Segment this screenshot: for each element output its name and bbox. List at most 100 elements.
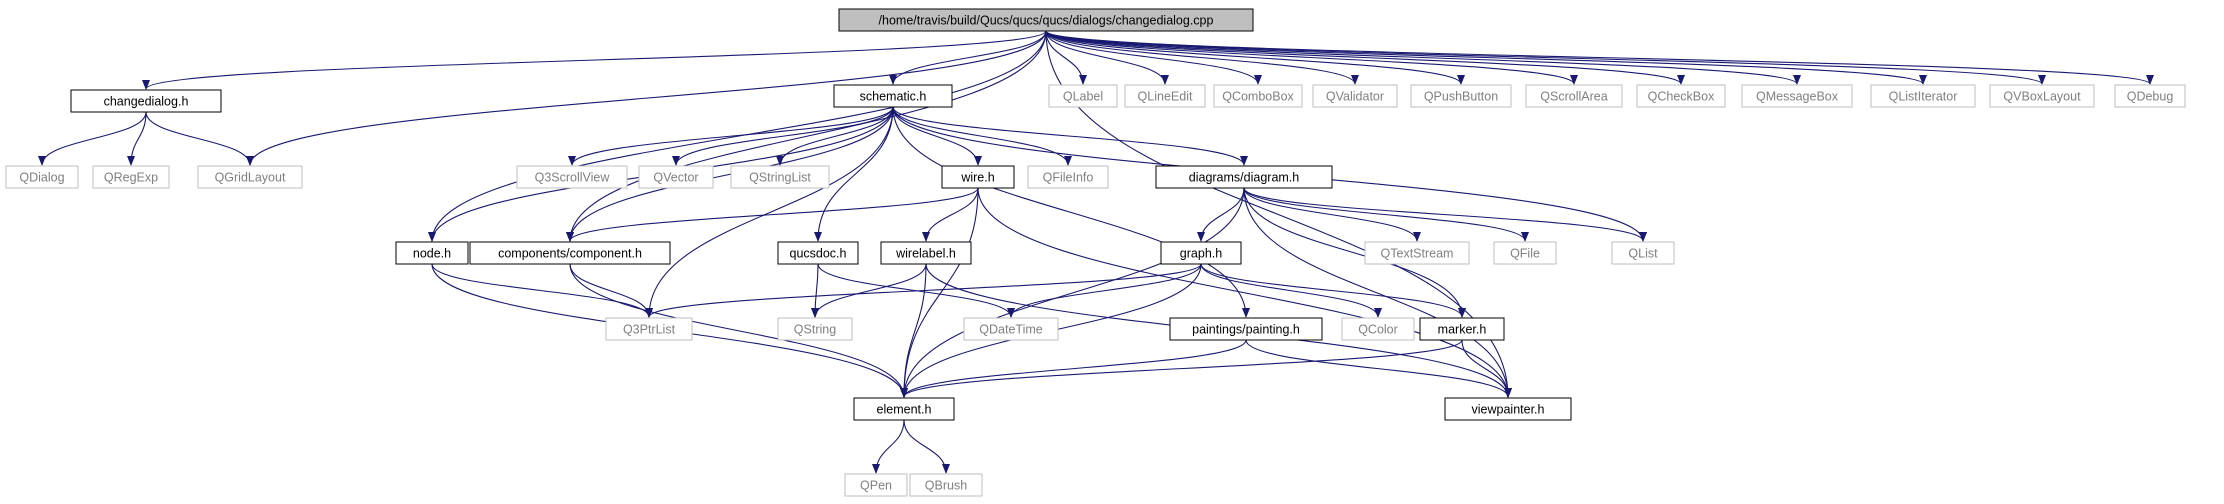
- node-qcheckbox: QCheckBox: [1636, 84, 1726, 108]
- node-viewpainter-h[interactable]: viewpainter.h: [1444, 397, 1572, 421]
- edge-graph-h-to-q3ptrlist: [645, 263, 1202, 318]
- node-label: QDebug: [2127, 89, 2174, 103]
- node-label: QValidator: [1326, 89, 1384, 103]
- node-label: QBrush: [925, 478, 967, 492]
- node-qvboxlayout: QVBoxLayout: [1989, 84, 2095, 108]
- edge-marker-h-to-viewpainter-h: [1461, 339, 1512, 398]
- node-wirelabel-h[interactable]: wirelabel.h: [880, 241, 972, 265]
- node-box: [1155, 165, 1333, 189]
- node-label: QVector: [653, 170, 698, 184]
- node-qlabel: QLabel: [1048, 84, 1118, 108]
- edge-root-to-qlineedit: [1045, 30, 1169, 85]
- edge-schematic-h-to-qstringlist: [776, 106, 894, 166]
- node-label: diagrams/diagram.h: [1189, 170, 1300, 184]
- node-box: [853, 397, 955, 421]
- edge-schematic-h-to-wire-h: [892, 106, 982, 166]
- edge-root-to-qvboxlayout: [1045, 30, 2046, 85]
- edge-marker-h-to-element-h: [900, 339, 1463, 398]
- node-box: [1364, 241, 1470, 265]
- node-label: node.h: [413, 246, 451, 260]
- node-box: [1160, 241, 1242, 265]
- node-qtextstream: QTextStream: [1364, 241, 1470, 265]
- node-box: [1870, 84, 1976, 108]
- node-qgridlayout: QGridLayout: [197, 165, 303, 189]
- node-label: components/component.h: [498, 246, 642, 260]
- node-label: QList: [1628, 246, 1658, 260]
- node-box: [1341, 317, 1415, 341]
- node-box: [469, 241, 671, 265]
- edge-graph-h-to-qcolor: [1200, 263, 1382, 318]
- node-label: QString: [794, 322, 836, 336]
- node-box: [2114, 84, 2186, 108]
- node-layer: /home/travis/build/Qucs/qucs/qucs/dialog…: [5, 8, 2186, 497]
- node-qucsdoc-h[interactable]: qucsdoc.h: [777, 241, 859, 265]
- edge-component-h-to-q3ptrlist: [569, 263, 653, 318]
- node-qbrush: QBrush: [909, 473, 983, 497]
- node-box: [777, 241, 859, 265]
- node-label: wirelabel.h: [895, 246, 956, 260]
- edge-root-to-qdebug: [1045, 30, 2154, 85]
- edge-wirelabel-h-to-qstring: [811, 263, 927, 318]
- node-label: QVBoxLayout: [2003, 89, 2081, 103]
- node-qlistiterator: QListIterator: [1870, 84, 1976, 108]
- edge-component-h-to-element-h: [569, 263, 908, 398]
- edge-root-to-component-h: [566, 30, 1047, 242]
- node-wire-h[interactable]: wire.h: [941, 165, 1015, 189]
- edge-changedialog-h-to-qgridlayout: [145, 111, 254, 166]
- node-label: QStringList: [749, 170, 811, 184]
- node-qstringlist: QStringList: [730, 165, 830, 189]
- edge-painting-h-to-element-h: [900, 339, 1247, 398]
- node-qfile: QFile: [1493, 241, 1557, 265]
- edge-root-to-node-h: [428, 30, 1047, 242]
- node-box: [730, 165, 830, 189]
- edge-changedialog-h-to-qdialog: [38, 111, 147, 166]
- node-box: [1611, 241, 1675, 265]
- node-graph-h[interactable]: graph.h: [1160, 241, 1242, 265]
- node-label: QPushButton: [1424, 89, 1498, 103]
- edge-element-h-to-qbrush: [903, 419, 950, 474]
- node-box: [1312, 84, 1398, 108]
- edge-root-to-changedialog-h: [142, 30, 1047, 90]
- node-root[interactable]: /home/travis/build/Qucs/qucs/qucs/dialog…: [838, 8, 1254, 32]
- node-qstring: QString: [777, 317, 853, 341]
- node-qscrollarea: QScrollArea: [1525, 84, 1623, 108]
- node-box: [880, 241, 972, 265]
- node-box: [1048, 84, 1118, 108]
- edge-schematic-h-to-q3scrollview: [568, 106, 894, 166]
- node-box: [1741, 84, 1853, 108]
- node-node-h[interactable]: node.h: [395, 241, 469, 265]
- node-box: [516, 165, 628, 189]
- node-label: Q3ScrollView: [535, 170, 611, 184]
- node-label: QTextStream: [1381, 246, 1454, 260]
- node-box: [70, 89, 222, 113]
- node-element-h[interactable]: element.h: [853, 397, 955, 421]
- edge-schematic-h-to-q3ptrlist: [645, 106, 894, 318]
- edge-root-to-qpushbutton: [1045, 30, 1465, 85]
- node-qdebug: QDebug: [2114, 84, 2186, 108]
- node-diagram-h[interactable]: diagrams/diagram.h: [1155, 165, 1333, 189]
- node-label: QListIterator: [1889, 89, 1958, 103]
- node-label: QFileInfo: [1043, 170, 1094, 184]
- node-marker-h[interactable]: marker.h: [1419, 317, 1505, 341]
- node-box: [1419, 317, 1505, 341]
- node-q3ptrlist: Q3PtrList: [605, 317, 693, 341]
- edge-painting-h-to-viewpainter-h: [1245, 339, 1512, 398]
- node-qmessagebox: QMessageBox: [1741, 84, 1853, 108]
- node-box: [5, 165, 79, 189]
- edge-wirelabel-h-to-element-h: [900, 263, 927, 398]
- node-label: Q3PtrList: [623, 322, 676, 336]
- edge-diagram-h-to-graph-h: [1197, 187, 1245, 242]
- node-component-h[interactable]: components/component.h: [469, 241, 671, 265]
- edge-wire-h-to-component-h: [566, 187, 979, 242]
- edge-wire-h-to-element-h: [900, 187, 979, 398]
- node-box: [844, 473, 908, 497]
- node-box: [909, 473, 983, 497]
- node-label: /home/travis/build/Qucs/qucs/qucs/dialog…: [879, 13, 1214, 27]
- edge-diagram-h-to-viewpainter-h: [1243, 187, 1512, 398]
- node-changedialog-h[interactable]: changedialog.h: [70, 89, 222, 113]
- node-schematic-h[interactable]: schematic.h: [833, 84, 953, 108]
- node-painting-h[interactable]: paintings/painting.h: [1169, 317, 1323, 341]
- node-label: paintings/painting.h: [1192, 322, 1300, 336]
- node-box: [395, 241, 469, 265]
